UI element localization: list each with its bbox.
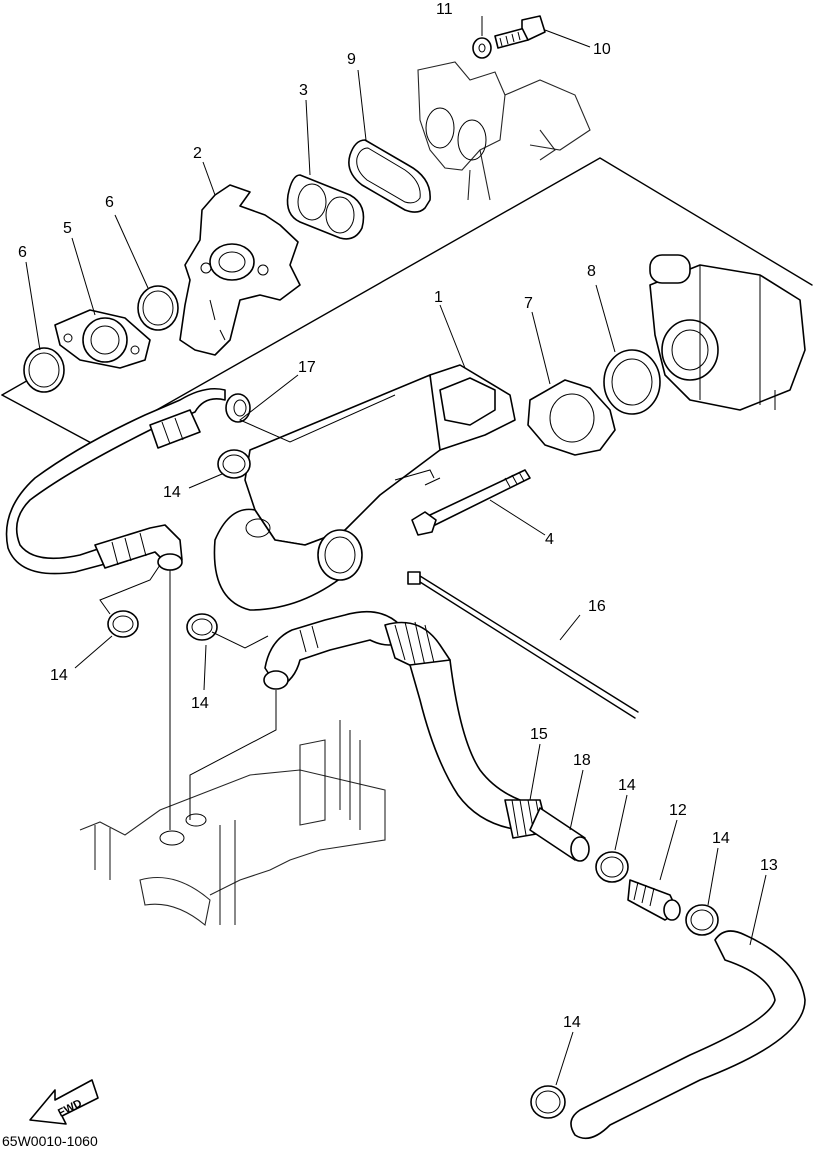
callout-14-e: 14 bbox=[712, 830, 730, 847]
washer-part-11 bbox=[472, 37, 492, 59]
callout-14-f: 14 bbox=[563, 1014, 581, 1031]
engine-block-ghost bbox=[417, 61, 591, 201]
bolt-part-10 bbox=[494, 15, 546, 49]
clamp-part-14-e bbox=[685, 904, 719, 936]
silencer-part-1 bbox=[213, 364, 516, 611]
callout-17: 17 bbox=[298, 359, 316, 376]
callout-12: 12 bbox=[669, 802, 687, 819]
o-ring-part-6-left bbox=[23, 347, 65, 393]
clamp-part-14-f bbox=[530, 1085, 566, 1119]
pipe-part-18 bbox=[529, 807, 590, 862]
hose-lower-middle bbox=[263, 610, 521, 831]
callout-10: 10 bbox=[593, 41, 611, 58]
elbow-fitting-left bbox=[94, 524, 183, 571]
hose-part-13 bbox=[570, 930, 806, 1140]
callout-1: 1 bbox=[434, 289, 443, 306]
manifold-part-2 bbox=[179, 184, 301, 356]
callout-5: 5 bbox=[63, 220, 72, 237]
clamp-part-14-d bbox=[595, 851, 629, 883]
callout-labels: 11 10 9 3 2 6 5 6 8 1 7 17 14 4 16 14 14… bbox=[18, 1, 778, 1031]
diagram-code: 65W0010-1060 bbox=[2, 1133, 98, 1149]
callout-4: 4 bbox=[545, 531, 554, 548]
clamp-part-14-c bbox=[186, 613, 218, 641]
throttle-body-part bbox=[649, 254, 806, 411]
gasket-part-9 bbox=[348, 139, 431, 213]
hose-upper-left bbox=[5, 387, 226, 575]
callout-14-d: 14 bbox=[618, 777, 636, 794]
callout-8: 8 bbox=[587, 263, 596, 280]
fwd-arrow-icon: FWD bbox=[29, 1079, 99, 1125]
cap-part-17 bbox=[225, 393, 251, 423]
callout-14-c: 14 bbox=[191, 695, 209, 712]
callout-16: 16 bbox=[588, 598, 606, 615]
clamp-part-14-b bbox=[107, 610, 139, 638]
callout-15: 15 bbox=[530, 726, 548, 743]
cable-tie-part-16 bbox=[407, 571, 639, 719]
nipple-part-12 bbox=[627, 879, 681, 921]
lower-bracket-ghost bbox=[79, 720, 386, 927]
callout-2: 2 bbox=[193, 145, 202, 162]
gasket-part-7 bbox=[527, 379, 616, 456]
flange-part-5 bbox=[54, 309, 151, 369]
ring-part-8 bbox=[603, 349, 661, 415]
insulator-part-3 bbox=[286, 174, 365, 240]
callout-6-upper: 6 bbox=[105, 194, 114, 211]
clamp-part-14-a bbox=[217, 449, 251, 479]
callout-3: 3 bbox=[299, 82, 308, 99]
bolt-part-4 bbox=[411, 469, 531, 536]
leader-lines bbox=[25, 16, 767, 1086]
callout-13: 13 bbox=[760, 857, 778, 874]
callout-14-b: 14 bbox=[50, 667, 68, 684]
callout-14-a: 14 bbox=[163, 484, 181, 501]
callout-11: 11 bbox=[436, 1, 453, 18]
callout-18: 18 bbox=[573, 752, 591, 769]
callout-9: 9 bbox=[347, 51, 356, 68]
callout-6-left: 6 bbox=[18, 244, 27, 261]
o-ring-part-6-upper bbox=[137, 285, 179, 331]
callout-7: 7 bbox=[524, 295, 533, 312]
